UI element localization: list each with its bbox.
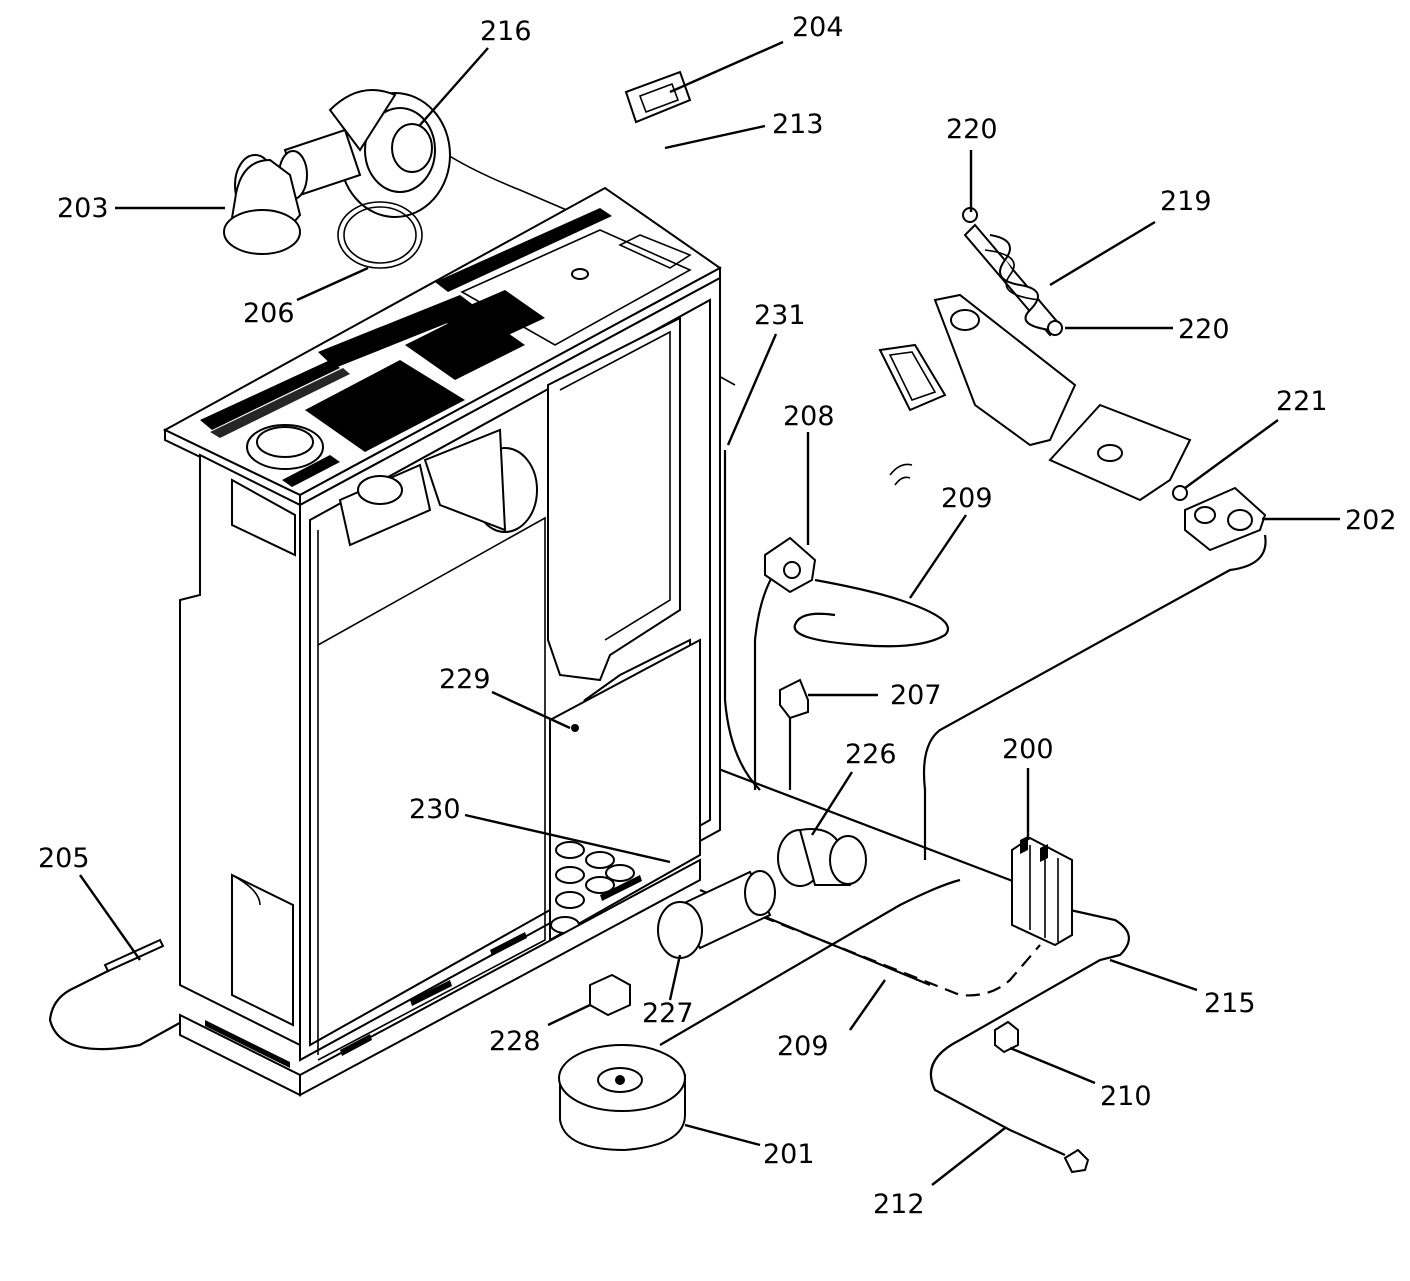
- callout-226: 226: [845, 739, 897, 770]
- control-board: [1011, 836, 1073, 947]
- callout-228: 228: [489, 1026, 541, 1057]
- pressure-hose: [793, 578, 950, 648]
- auger-assembly: [962, 207, 1063, 337]
- callout-230: 230: [409, 794, 461, 825]
- callout-205: 205: [38, 843, 90, 874]
- room-blower: [558, 1044, 686, 1152]
- callout-231: 231: [754, 300, 806, 331]
- callout-209-bottom: 209: [777, 1031, 829, 1062]
- callout-209-top: 209: [941, 483, 993, 514]
- callout-213: 213: [772, 109, 824, 140]
- callout-202: 202: [1345, 505, 1397, 536]
- thermal-switch: [779, 678, 809, 720]
- callout-208: 208: [783, 401, 835, 432]
- callout-212: 212: [873, 1189, 925, 1220]
- callout-220-bottom: 220: [1178, 314, 1230, 345]
- callout-216: 216: [480, 16, 532, 47]
- callout-200: 200: [1002, 734, 1054, 765]
- callout-206: 206: [243, 298, 295, 329]
- intake-pipe: [657, 870, 776, 959]
- leader-lines: [79, 40, 1340, 1186]
- power-switch: [994, 1020, 1019, 1054]
- callout-229: 229: [439, 664, 491, 695]
- fastener: [571, 724, 579, 732]
- pressure-switch: [764, 536, 817, 594]
- exhaust-elbow: [223, 154, 302, 255]
- callout-221: 221: [1276, 386, 1328, 417]
- callout-labels: 216 204 213 203 206 220 219 220 221 202 …: [38, 12, 1397, 1220]
- igniter: [103, 938, 165, 973]
- fan-gasket: [337, 201, 423, 269]
- callout-210: 210: [1100, 1081, 1152, 1112]
- callout-215: 215: [1204, 988, 1256, 1019]
- stove-body: [162, 186, 722, 1097]
- intake-elbow: [777, 828, 867, 887]
- auger-motor: [1184, 486, 1267, 552]
- relay: [589, 973, 631, 1017]
- sensor-gasket: [624, 70, 692, 124]
- auger-brackets: [878, 293, 1192, 502]
- combustion-fan: [278, 89, 451, 218]
- top-vent-grilles: [200, 208, 612, 487]
- callout-219: 219: [1160, 186, 1212, 217]
- auger-bushing: [1172, 485, 1188, 501]
- callout-207: 207: [890, 680, 942, 711]
- air-intake-holes: [550, 841, 635, 934]
- callout-204: 204: [792, 12, 844, 43]
- callout-220-top: 220: [946, 114, 998, 145]
- callout-227: 227: [642, 998, 694, 1029]
- callout-203: 203: [57, 193, 109, 224]
- power-plug: [1063, 1148, 1090, 1174]
- callout-201: 201: [763, 1139, 815, 1170]
